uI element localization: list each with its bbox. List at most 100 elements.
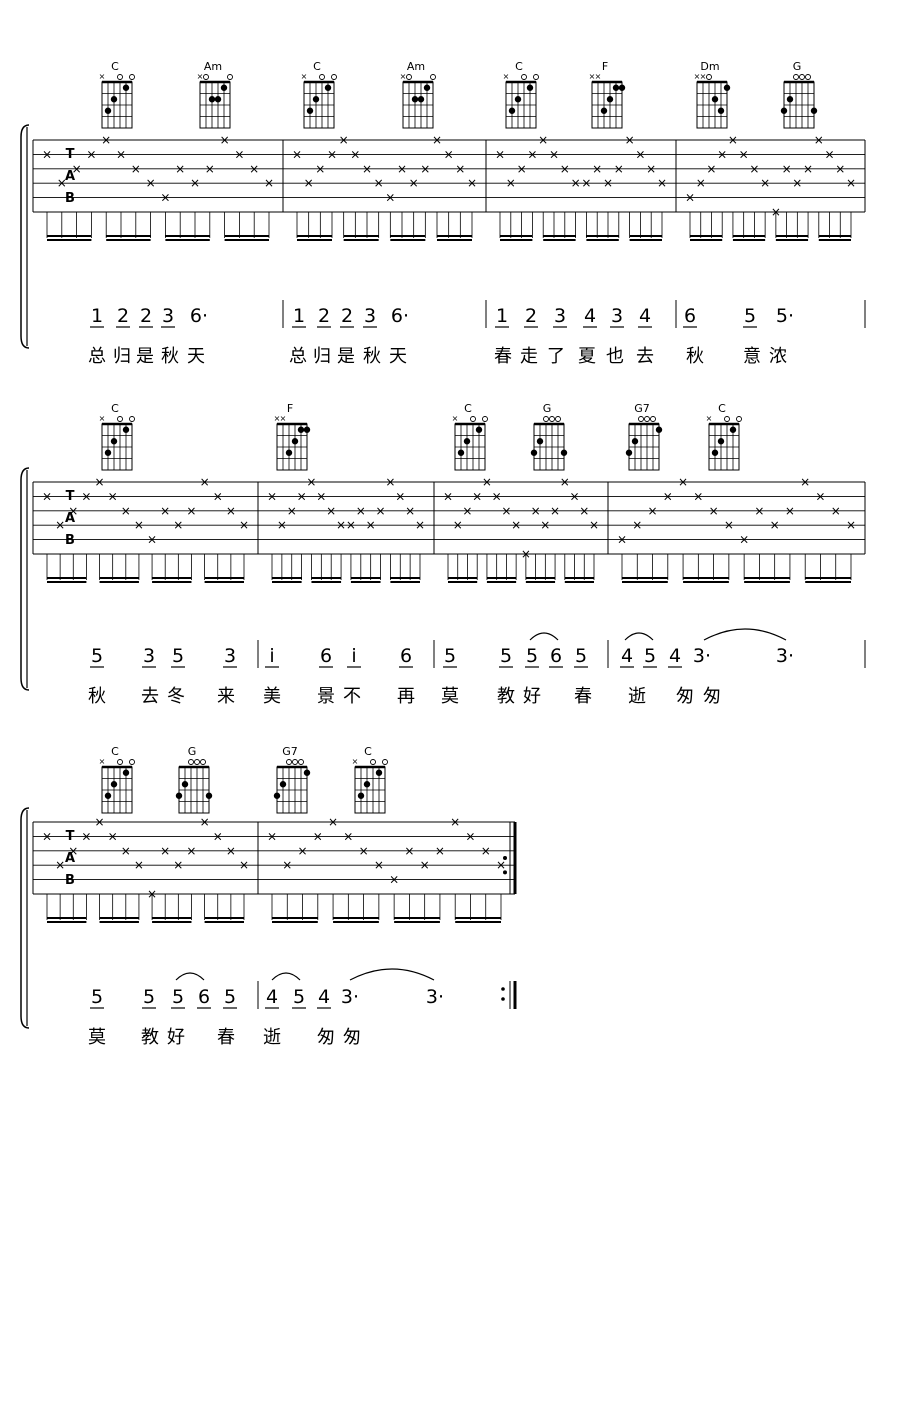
finger-dot [780,107,788,114]
numbered-note: 4 [318,986,330,1008]
finger-dot [560,449,568,456]
lyric-char: 是 [337,346,355,367]
lyric-char: 走 [520,346,538,367]
tab-note-x: × [292,147,302,161]
finger-dot [205,792,213,799]
finger-dot [711,449,719,456]
finger-dot [306,107,314,114]
numbered-note: i [269,645,274,667]
tab-note-x: × [581,176,591,190]
numbered-note: 1 [496,305,508,327]
numbered-note: 2 [318,305,330,327]
finger-dot [625,449,633,456]
tab-note-x: × [220,133,230,147]
finger-dot [214,96,222,103]
lyric-char: 匆 [703,686,721,707]
open-string-marker [117,74,123,80]
tab-note-x: × [72,162,82,176]
muted-string-marker: × [452,414,459,423]
tab-note-x: × [614,162,624,176]
numbered-note: i [351,645,356,667]
open-string-marker [805,74,811,80]
numbered-note: 1 [91,305,103,327]
tab-note-x: × [315,162,325,176]
open-string-marker [644,416,650,422]
lyric-char: 匆 [343,1027,361,1048]
finger-dot [104,107,112,114]
numbered-note: 5 [172,986,184,1008]
tab-note-x: × [86,147,96,161]
tab-clef-letter: B [65,533,75,548]
tab-note-x: × [549,147,559,161]
open-string-marker [470,416,476,422]
tab-note-x: × [343,829,353,843]
finger-dot [786,96,794,103]
numbered-note: 3· [693,645,711,667]
muted-string-marker: × [99,72,106,81]
finger-dot [220,84,228,91]
tab-note-x: × [173,518,183,532]
tab-note-x: × [632,518,642,532]
open-string-marker [521,74,527,80]
tab-note-x: × [560,475,570,489]
numbered-note: 3· [426,986,444,1008]
tab-note-x: × [350,147,360,161]
tab-note-x: × [81,829,91,843]
tab-note-x: × [95,815,105,829]
tab-note-x: × [298,844,308,858]
tab-note-x: × [147,533,157,547]
repeat-dot [503,870,507,875]
muted-string-marker: × [274,414,281,423]
finger-dot [181,781,189,788]
finger-dot [729,426,737,433]
tab-note-x: × [42,829,52,843]
finger-dot [526,84,534,91]
numbered-note: 3 [611,305,623,327]
tab-clef-letter: A [65,511,75,526]
tab-note-x: × [432,133,442,147]
tab-note-x: × [346,518,356,532]
finger-dot [530,449,538,456]
finger-dot [279,781,287,788]
tab-note-x: × [646,162,656,176]
tab-note-x: × [121,504,131,518]
lyric-char: 秋 [161,346,179,367]
tab-note-x: × [101,133,111,147]
chord-name: G7 [282,745,298,758]
tab-note-x: × [68,844,78,858]
tab-note-x: × [846,518,856,532]
tab-note-x: × [455,162,465,176]
lyric-char: 莫 [441,686,459,707]
lyric-char: 天 [187,346,205,367]
finger-dot [600,107,608,114]
chord-name: C [111,60,119,73]
lyric-char: 美 [263,686,281,707]
numbered-note: 6· [391,305,409,327]
system-bracket [20,467,30,691]
tab-note-x: × [527,147,537,161]
tab-note-x: × [785,504,795,518]
tab-note-x: × [511,518,521,532]
finger-dot [273,792,281,799]
tab-note-x: × [709,504,719,518]
numbered-note: 3 [143,645,155,667]
tab-note-x: × [835,162,845,176]
numbered-note: 5 [644,645,656,667]
tab-note-x: × [397,162,407,176]
muted-string-marker: × [197,72,204,81]
tab-note-x: × [160,191,170,205]
tab-note-x: × [443,489,453,503]
open-string-marker [555,416,561,422]
open-string-marker [188,759,194,765]
tab-note-x: × [589,518,599,532]
muted-string-marker: × [99,757,106,766]
open-string-marker [406,74,412,80]
tab-clef-letter: T [66,489,75,504]
tab-note-x: × [450,815,460,829]
chord-name: G7 [634,402,650,415]
muted-string-marker: × [589,72,596,81]
tab-note-x: × [550,504,560,518]
finger-dot [297,426,305,433]
tab-note-x: × [472,489,482,503]
